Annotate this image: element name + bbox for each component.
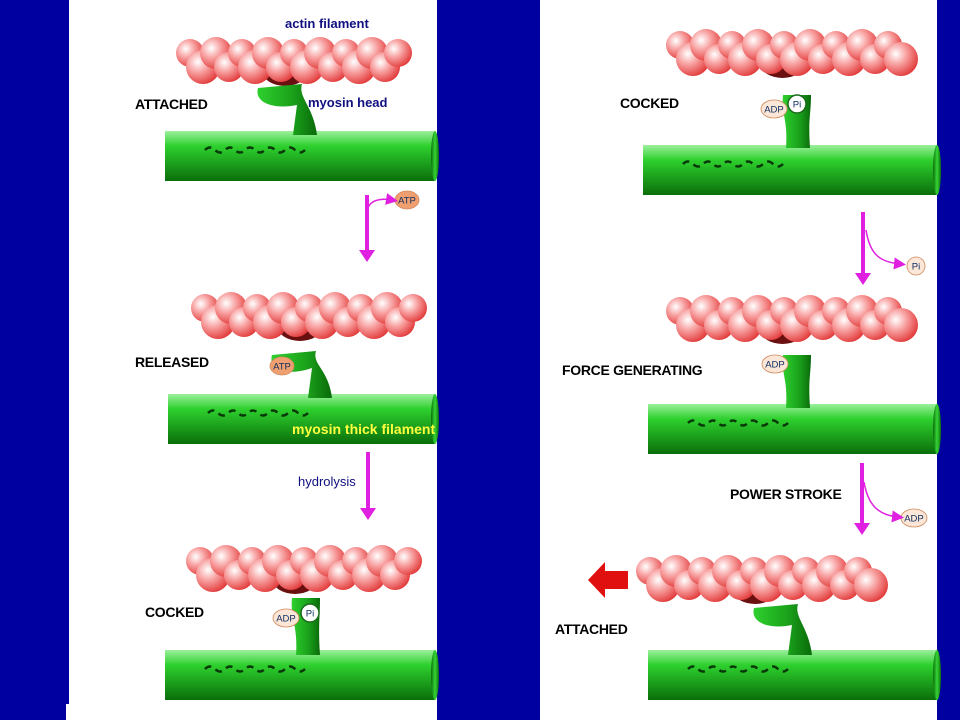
pi-badge-released: Pi [906, 256, 926, 276]
step-arrow-right-1 [855, 212, 871, 285]
pi-badge-left-3: Pi [300, 603, 320, 623]
actin-filament-left-1 [176, 37, 412, 86]
myosin-head-label: myosin head [308, 95, 388, 110]
atp-badge-left-2-shape [269, 356, 295, 376]
left-cocked-stage: COCKED [145, 604, 204, 620]
adp-badge-left-3-text: ADP [276, 614, 296, 625]
actin-filament-left-3 [186, 545, 422, 594]
curve-arrow-path [863, 481, 904, 523]
step-arrow-left-1 [359, 195, 375, 262]
myosin-thick-filament-label: myosin thick filament [292, 421, 436, 437]
pi-badge-released-text: Pi [912, 262, 920, 273]
actin-filament-label: actin filament [285, 16, 369, 31]
arrow-head [360, 508, 376, 520]
adp-badge-right-1-shape [760, 99, 788, 119]
myosin-rod-end [933, 404, 941, 454]
curve-arrow-path [366, 193, 398, 211]
adp-badge-left-3-shape [272, 608, 300, 628]
myosin-rod-end [431, 394, 439, 444]
myosin-rod-body [165, 131, 435, 181]
myosin-head-shape [782, 355, 811, 408]
pi-badge-right-1: Pi [787, 94, 807, 114]
actin-filament-right-1 [666, 29, 918, 78]
actin-filament-right-2 [666, 295, 918, 344]
adp-badge-right-2-shape [761, 354, 789, 374]
pi-badge-left-3-shape [300, 603, 320, 623]
arrow-head [854, 523, 870, 535]
myosin-rod-body [643, 145, 937, 195]
adp-out-arrow [863, 481, 904, 523]
myosin-rod-right-2 [648, 404, 941, 454]
myosin-rod-right-1 [643, 145, 941, 195]
pi-badge-right-1-text: Pi [793, 100, 801, 111]
actin-bead [394, 547, 422, 575]
atp-badge-left-2-text: ATP [273, 362, 291, 373]
adp-badge-right-2: ADP [761, 354, 789, 374]
myosin-head-shape [753, 604, 812, 655]
myosin-rod-body [165, 650, 435, 700]
right-attached-stage: ATTACHED [555, 621, 628, 637]
myosin-rod-right-3 [648, 650, 941, 700]
movement-direction-arrow [588, 562, 628, 598]
left-panel [69, 0, 437, 720]
myosin-rod-body [648, 650, 937, 700]
myosin-rod-left-2 [168, 394, 439, 444]
actin-bead [884, 308, 918, 342]
myosin-rod-body [168, 394, 435, 444]
actin-bead [854, 568, 888, 602]
actin-bead [884, 42, 918, 76]
step-arrow-right-2 [854, 463, 870, 535]
left-released-stage: RELEASED [135, 354, 209, 370]
pi-out-arrow [865, 229, 906, 270]
adp-badge-right-1: ADP [760, 99, 788, 119]
atp-badge-left-1-text: ATP [398, 196, 416, 207]
myosin-head-shape [257, 84, 317, 135]
actin-filament-right-3 [636, 555, 888, 604]
adp-badge-right-1-text: ADP [764, 105, 784, 116]
arrow-head [359, 250, 375, 262]
step-arrow-left-2 [360, 452, 376, 520]
pi-badge-released-shape [906, 256, 926, 276]
myosin-rod-end [431, 131, 439, 181]
myosin-rod-left-3 [165, 650, 439, 700]
curve-arrow-path [865, 229, 906, 270]
adp-badge-released-text: ADP [904, 514, 924, 525]
atp-badge-left-1: ATP [394, 190, 420, 210]
adp-badge-left-3: ADP [272, 608, 300, 628]
pi-badge-left-3-text: Pi [306, 609, 314, 620]
movement-arrow-shape [588, 562, 628, 598]
bottom-strip [66, 704, 70, 720]
myosin-head-right-2 [782, 355, 811, 408]
right-cocked-stage: COCKED [620, 95, 679, 111]
left-attached-stage: ATTACHED [135, 96, 208, 112]
myosin-head-left-1 [257, 84, 317, 135]
arrow-head [855, 273, 871, 285]
myosin-rod-end [431, 650, 439, 700]
power-stroke-label: POWER STROKE [730, 486, 842, 502]
myosin-rod-end [933, 650, 941, 700]
hydrolysis-label: hydrolysis [298, 474, 356, 489]
myosin-rod-end [933, 145, 941, 195]
atp-in-arrow [366, 193, 398, 211]
actin-bead [384, 39, 412, 67]
myosin-rod-left-1 [165, 131, 439, 181]
adp-badge-right-2-text: ADP [765, 360, 785, 371]
myosin-head-right-3 [753, 604, 812, 655]
actin-bead [399, 294, 427, 322]
pi-badge-right-1-shape [787, 94, 807, 114]
myosin-rod-body [648, 404, 937, 454]
adp-badge-released: ADP [900, 508, 928, 528]
actin-filament-left-2 [191, 292, 427, 341]
right-force-generating-stage: FORCE GENERATING [562, 362, 703, 378]
atp-badge-left-2: ATP [269, 356, 295, 376]
